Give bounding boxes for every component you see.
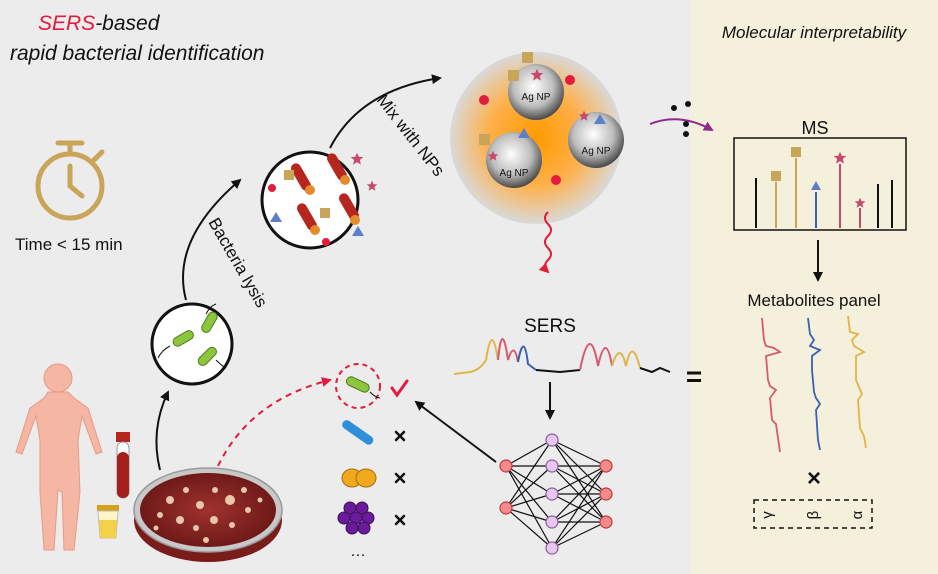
lysed-bacteria-circle: [260, 150, 378, 250]
multiply-symbol: ×: [807, 465, 821, 492]
purple-cluster: [337, 501, 375, 535]
cross-icon: [394, 430, 406, 526]
arrow-bacteria-to-lysis: [182, 178, 242, 301]
arrow-dish-to-result: [217, 377, 332, 467]
blood-tube-icon: [116, 432, 130, 499]
metabolites-label: Metabolites panel: [747, 291, 880, 310]
neural-network: [499, 433, 613, 555]
np-label-2: Ag NP: [582, 146, 611, 157]
sers-spectrum: [453, 338, 671, 375]
bacteria-circle: [150, 302, 234, 386]
human-body-icon: [15, 363, 103, 551]
stopwatch-icon: [35, 140, 105, 221]
equals-sign: =: [686, 361, 702, 392]
weight-gamma: γ: [759, 511, 776, 519]
time-label: Time < 15 min: [15, 235, 123, 254]
check-icon: [390, 379, 409, 398]
title-highlight: SERS: [38, 12, 95, 35]
sers-label: SERS: [524, 316, 576, 337]
arrow-np-to-ms: [649, 118, 714, 131]
main-title-line-1: SERS-based: [38, 12, 161, 35]
arrow-np-to-sers: [538, 211, 552, 274]
petri-dish-icon: [133, 467, 283, 562]
urine-cup-icon: [97, 505, 119, 539]
nanoparticle-mixture: Ag NP Ag NP Ag NP: [450, 52, 624, 224]
ms-spectrum-box: MS: [733, 118, 907, 231]
yellow-cocci: [341, 468, 377, 488]
arrow-network-to-result: [414, 400, 497, 463]
ms-label: MS: [802, 118, 829, 138]
more-ellipsis: …: [350, 543, 366, 560]
metabolite-profiles: [761, 315, 867, 453]
classification-results: …: [335, 363, 409, 560]
weight-alpha: α: [849, 510, 866, 519]
fragment-dots: [671, 101, 691, 137]
title-suffix: -based: [95, 12, 161, 35]
main-title-line-2: rapid bacterial identification: [10, 42, 264, 65]
right-panel-title: Molecular interpretability: [722, 23, 908, 42]
right-panel-background: [690, 0, 938, 574]
arrow-dish-to-bacteria: [155, 390, 170, 471]
weight-beta: β: [805, 510, 822, 519]
arrow-lysis-to-np: [329, 74, 442, 149]
np-label-3: Ag NP: [500, 168, 529, 179]
np-label-1: Ag NP: [522, 92, 551, 103]
weights-box: γ β α: [753, 499, 873, 529]
